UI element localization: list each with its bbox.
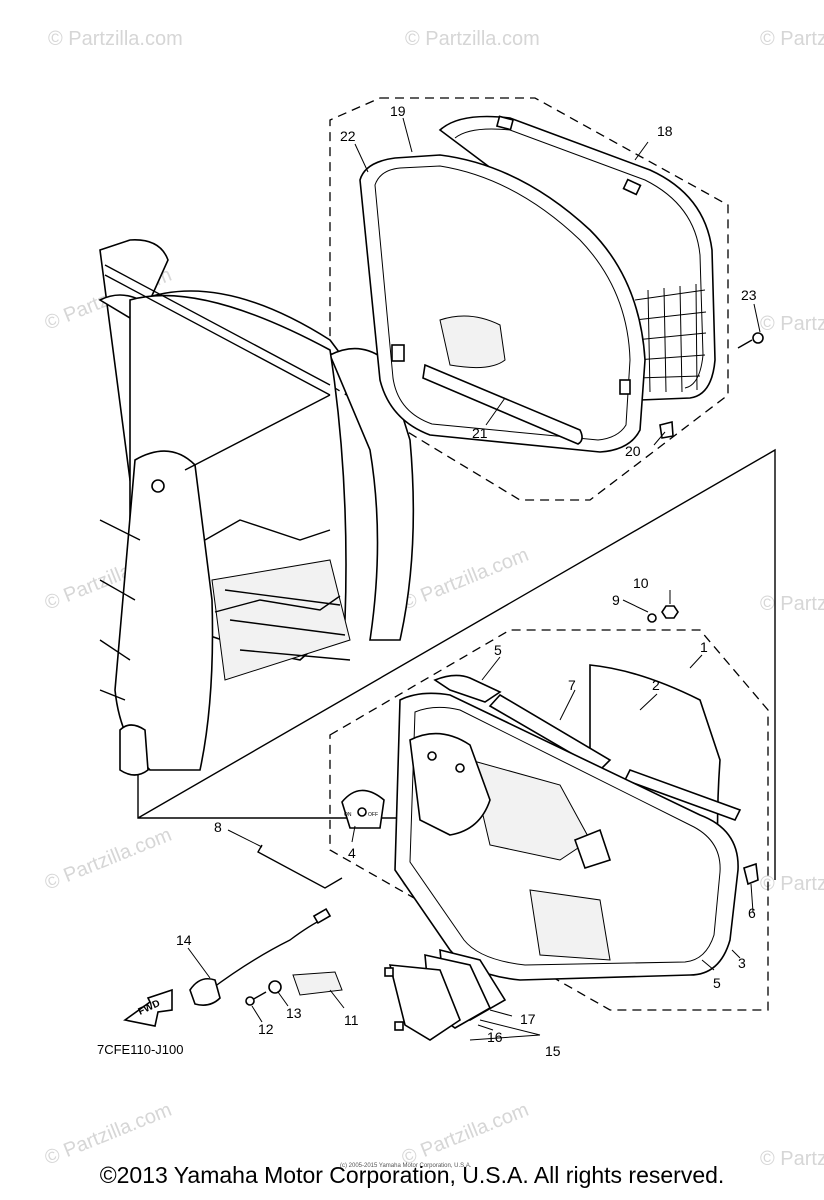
callout-15: 15 (545, 1043, 561, 1059)
callout-1: 1 (700, 639, 708, 655)
callout-2: 2 (652, 677, 660, 693)
watermark: © Partzilla.com (48, 28, 183, 50)
watermark: © Partzilla.com (760, 873, 824, 895)
watermark: © Partzilla.com (760, 593, 824, 615)
callout-16: 16 (487, 1029, 503, 1045)
fwd-arrow-icon: FWD (123, 988, 173, 1027)
callout-23: 23 (741, 287, 757, 303)
leader-lines (187, 117, 761, 1041)
watermark: © Partzilla.com (760, 313, 824, 335)
diagram-code: 7CFE110-J100 (97, 1042, 184, 1057)
callout-13: 13 (286, 1005, 302, 1021)
callout-22: 22 (340, 128, 356, 144)
watermark: © Partzilla.com (760, 28, 824, 50)
screw-12 (245, 991, 267, 1006)
storage-box-part (394, 664, 742, 981)
screw-23 (737, 332, 764, 349)
lid-assembly-15 (384, 948, 507, 1041)
tiny-copyright: (c) 2005-2015 Yamaha Motor Corporation, … (340, 1163, 472, 1169)
callout-10: 10 (633, 575, 649, 591)
callout-12: 12 (258, 1021, 274, 1037)
watermark: © Partzilla.com (42, 824, 175, 895)
washer-13 (268, 980, 282, 994)
callout-21: 21 (472, 425, 488, 441)
hull-frame (98, 239, 415, 776)
copyright-footer: ©2013 Yamaha Motor Corporation, U.S.A. A… (99, 1162, 725, 1188)
washer-9 (647, 613, 657, 623)
watermark: © Partzilla.com (760, 1148, 824, 1170)
switch-plate-4: ON OFF (341, 789, 385, 829)
callout-19: 19 (390, 103, 406, 119)
callout-labels: 1 2 3 4 5 5 6 7 8 9 10 11 12 13 14 15 16… (176, 103, 757, 1059)
callout-9: 9 (612, 592, 620, 608)
latch-6 (743, 862, 759, 886)
watermark: © Partzilla.com (399, 1099, 532, 1170)
rod-8 (257, 844, 343, 889)
callout-6: 6 (748, 905, 756, 921)
watermark: © Partzilla.com (399, 544, 532, 615)
callout-14: 14 (176, 932, 192, 948)
nut-10 (661, 605, 679, 619)
watermark: © Partzilla.com (42, 1099, 175, 1170)
callout-7: 7 (568, 677, 576, 693)
seal-strip-part (422, 363, 583, 445)
lower-assembly-boundary (329, 629, 769, 1011)
callout-18: 18 (657, 123, 673, 139)
callout-4: 4 (348, 845, 356, 861)
pad-11 (292, 971, 343, 996)
callout-8: 8 (214, 819, 222, 835)
switch-off-label: OFF (368, 812, 378, 818)
callout-5b: 5 (713, 975, 721, 991)
callout-5: 5 (494, 642, 502, 658)
callout-17: 17 (520, 1011, 536, 1027)
cable-14 (189, 907, 332, 1006)
watermark: © Partzilla.com (405, 28, 540, 50)
callout-3: 3 (738, 955, 746, 971)
upper-assembly-boundary (329, 97, 729, 501)
callout-11: 11 (344, 1012, 359, 1028)
grille-mesh (634, 283, 707, 393)
callout-20: 20 (625, 443, 641, 459)
switch-on-label: ON (344, 812, 352, 818)
